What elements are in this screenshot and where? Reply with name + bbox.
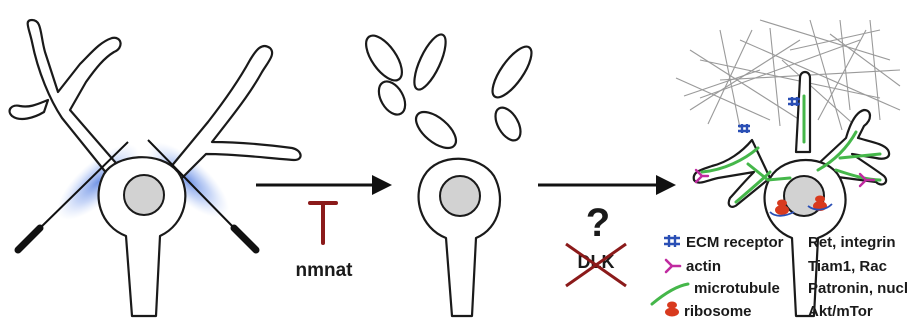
pathway-label: Patronin, nucl.	[808, 280, 908, 297]
legend-label-ribosome: ribosome	[684, 303, 752, 320]
fragment	[490, 103, 525, 144]
fragment	[486, 41, 538, 103]
dendrite-left-branch	[10, 100, 48, 119]
question-mark: ?	[586, 201, 610, 245]
fragment	[410, 105, 462, 154]
inhibitor-label: nmnat	[296, 260, 354, 281]
arrow-degeneration	[256, 175, 392, 195]
nucleus	[440, 176, 480, 216]
legend-actin-icon	[666, 260, 680, 272]
legend-ecm-receptor-icon	[664, 235, 680, 247]
pathway-label: Ret, integrin	[808, 234, 896, 251]
nucleus	[124, 175, 164, 215]
pathway-label: Akt/mTor	[808, 303, 873, 320]
ecm-receptor-icon	[788, 97, 800, 106]
dlk-cross	[566, 244, 626, 286]
panel-degenerated-neuron	[359, 30, 538, 316]
dendrite-left	[28, 20, 122, 180]
legend-ribosome-icon	[665, 302, 679, 317]
legend-label-ecm-receptor: ECM receptor	[686, 234, 784, 251]
laser-needle-right-tip	[234, 228, 256, 250]
legend: ECM receptor actin microtubule ribosome …	[652, 234, 908, 320]
dendrite-right	[170, 46, 301, 180]
legend-label-actin: actin	[686, 258, 721, 275]
panel-injured-neuron	[10, 20, 301, 316]
laser-needle-left-tip	[18, 228, 40, 250]
pathway-label: Tiam1, Rac	[808, 258, 887, 275]
fragment	[408, 31, 451, 94]
fragment	[359, 30, 408, 86]
inhibition-symbol	[310, 203, 336, 243]
fragment	[373, 77, 410, 119]
arrow-regeneration	[538, 175, 676, 195]
legend-microtubule-icon	[652, 284, 688, 304]
legend-label-microtubule: microtubule	[694, 280, 780, 297]
ecm-receptor-icon	[738, 124, 750, 133]
